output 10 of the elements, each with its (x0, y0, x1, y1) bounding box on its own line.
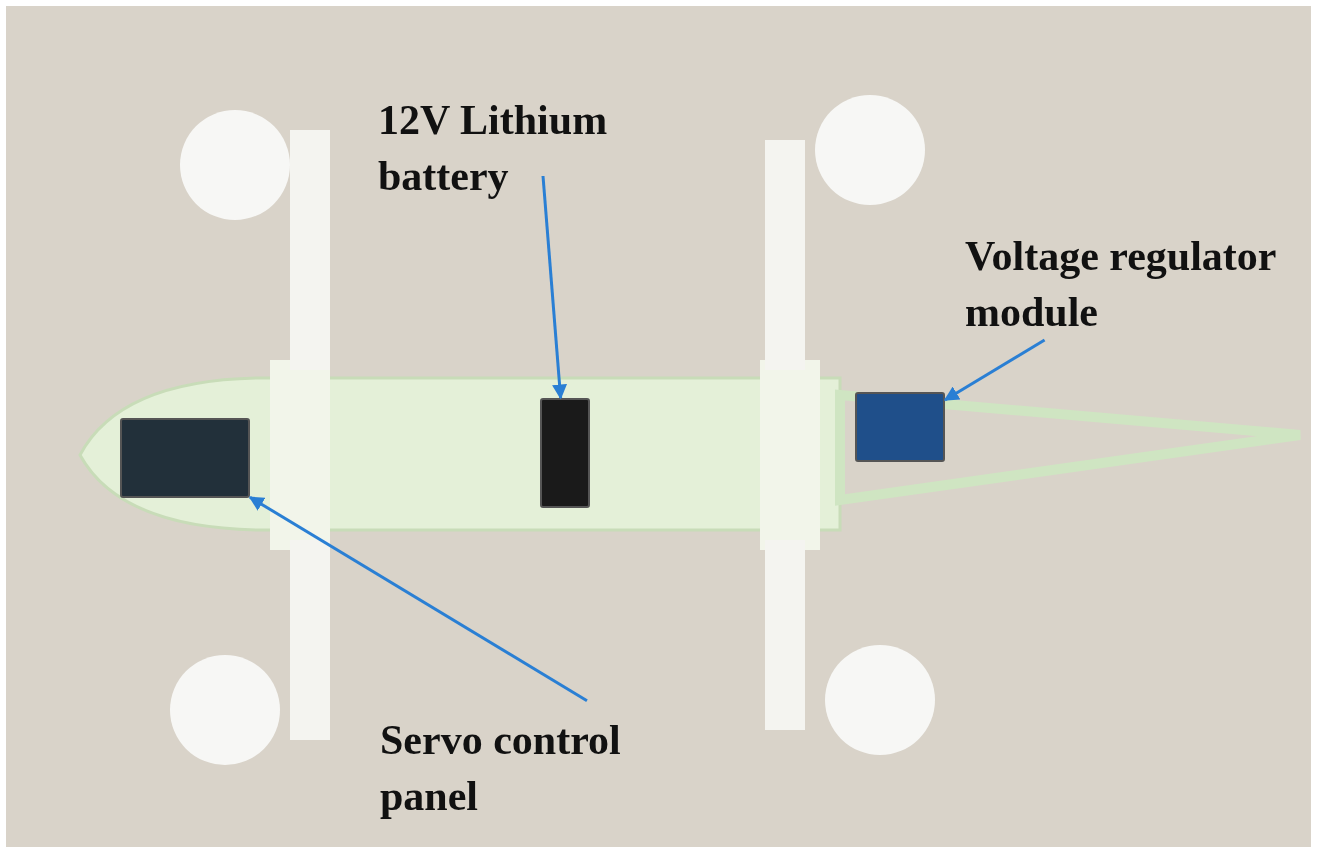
callout-label: Voltage regulator module (965, 228, 1311, 340)
callout-label: Servo control panel (380, 712, 680, 824)
regulator-board (855, 392, 945, 462)
battery-pack (540, 398, 590, 508)
leader-arrow (541, 175, 568, 400)
leader-arrow (248, 495, 588, 703)
callout-label: 12V Lithium battery (378, 92, 678, 204)
photo-block (6, 6, 1311, 847)
leader-arrow (943, 338, 1046, 402)
control-board (120, 418, 250, 498)
